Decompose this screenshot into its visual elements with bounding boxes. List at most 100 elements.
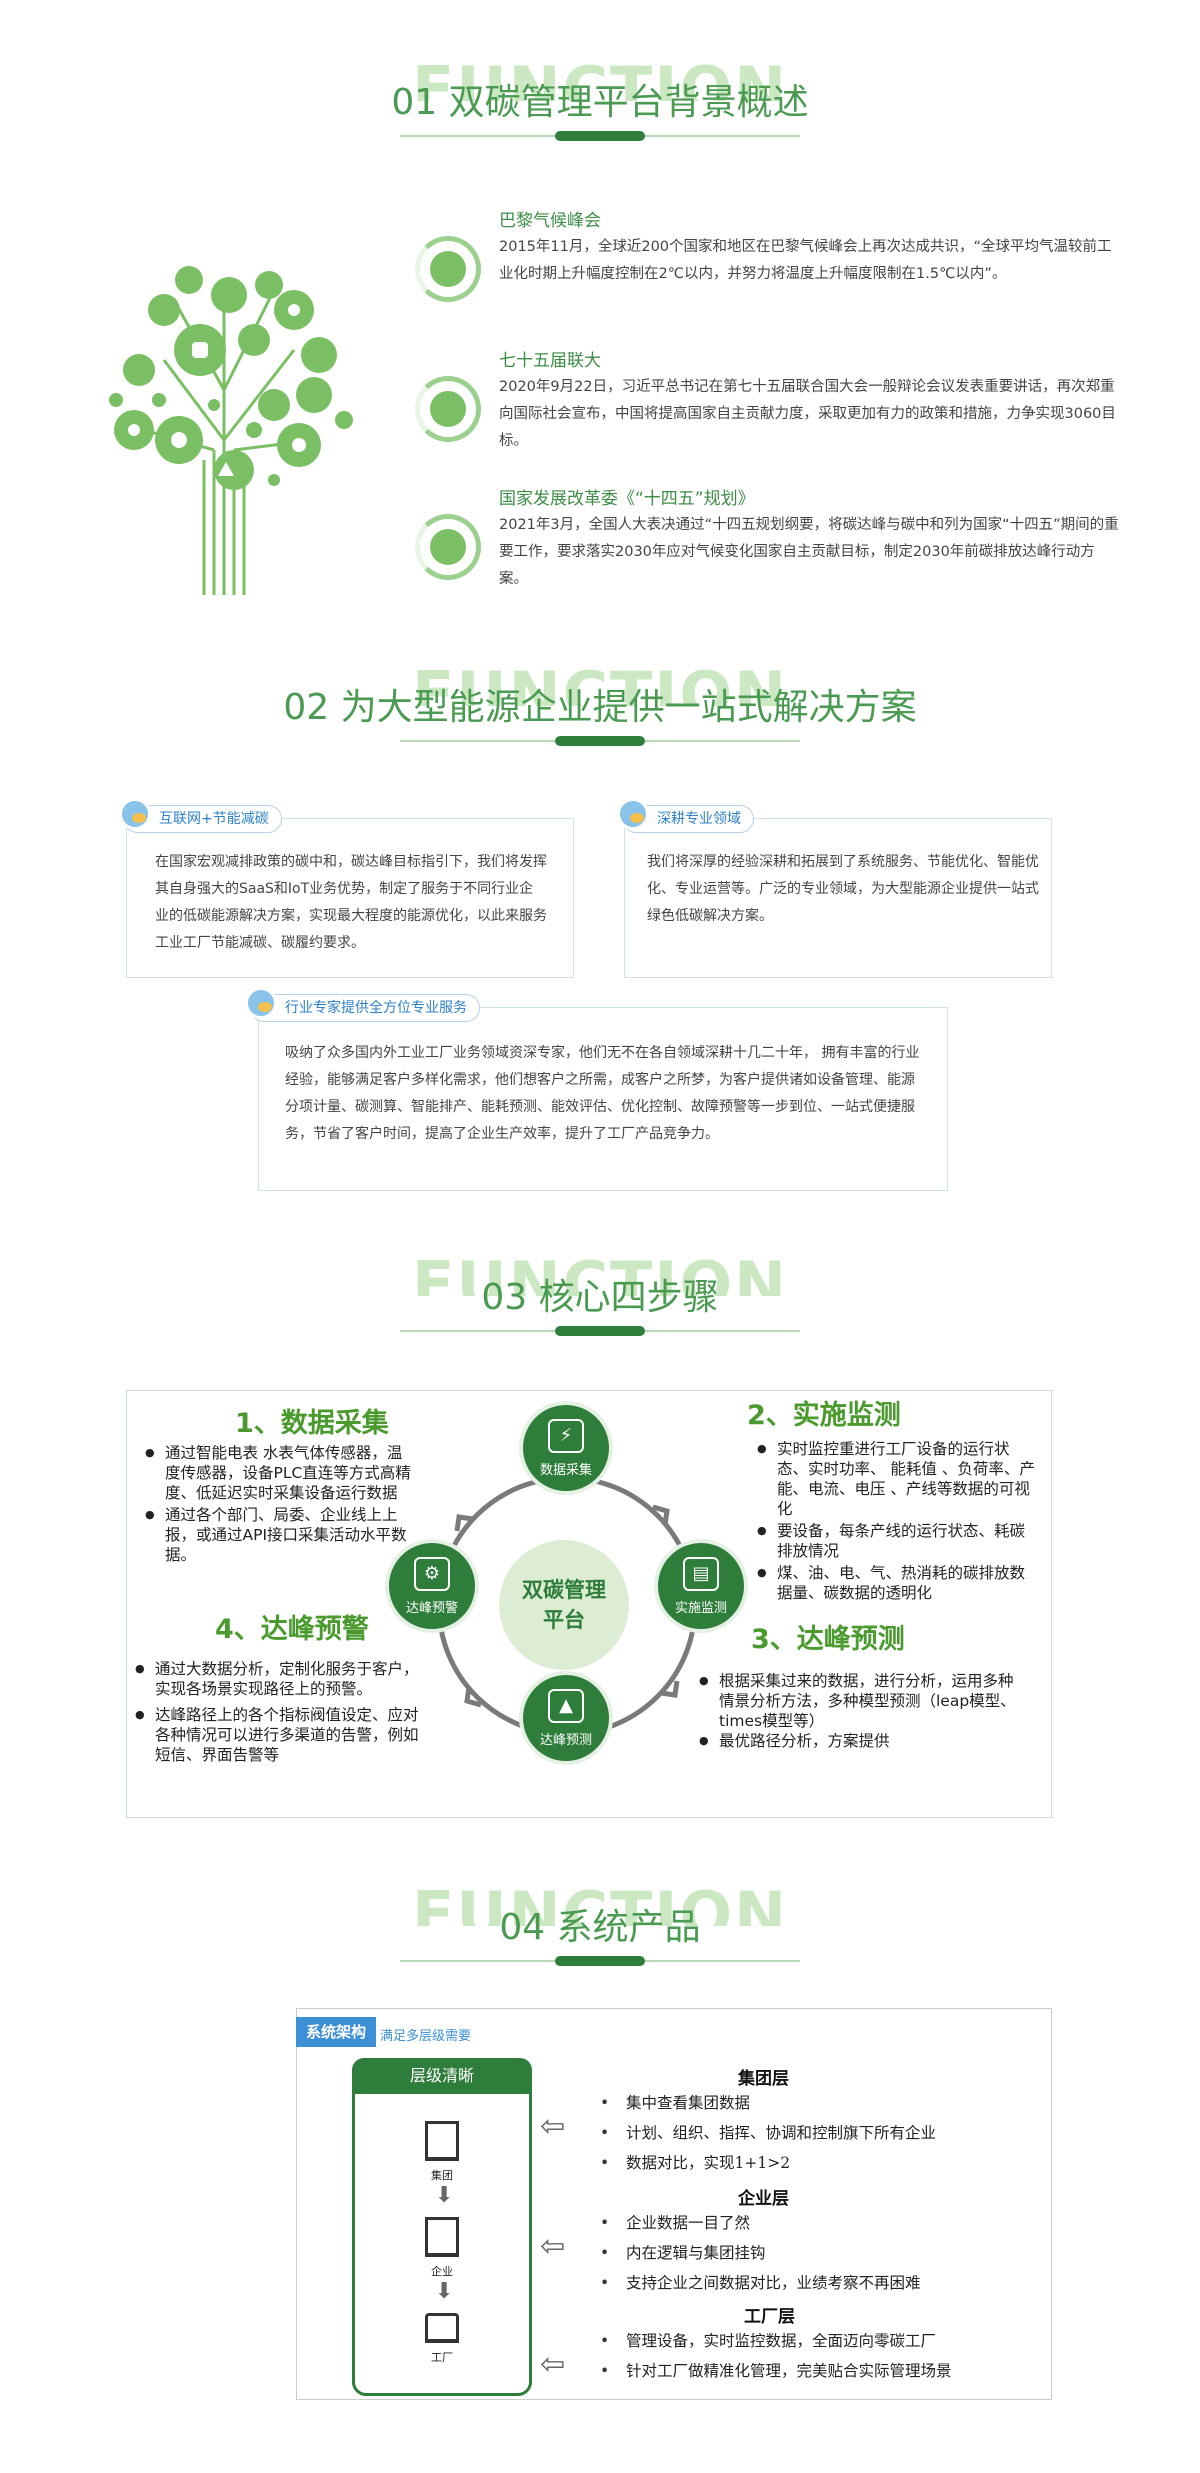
step3-item: 最优路径分析，方案提供	[699, 1731, 1019, 1751]
core-steps-panel: 双碳管理 平台 ⚡ 数据采集 ▤ 实施监测 ▲ 达峰预测 ⚙ 达峰预警 1、数据…	[126, 1390, 1052, 1818]
node-monitoring: ▤ 实施监测	[654, 1539, 748, 1633]
solution-text: 在国家宏观减排政策的碳中和，碳达峰目标指引下，我们将发挥其自身强大的SaaS和I…	[155, 854, 547, 951]
social-tree-illustration	[109, 266, 353, 595]
tag-label: 互联网+节能减碳	[159, 811, 269, 827]
document-icon	[415, 514, 481, 580]
section-header-core: FUNCTION 03 核心四步骤	[0, 1250, 1200, 1360]
node-label: 达峰预测	[539, 1733, 592, 1748]
monitor-icon: ▤	[683, 1557, 719, 1591]
step1-title: 1、数据采集	[235, 1408, 389, 1439]
group-building-icon: 集团	[418, 2121, 466, 2183]
level-label: 工厂	[431, 2351, 453, 2364]
level-hierarchy-box: 层级清晰 集团 ⬇ 企业 ⬇ 工厂	[352, 2058, 532, 2396]
item-text: 2020年9月22日，习近平总书记在第七十五届联合国大会一般辩论会议发表重要讲话…	[499, 379, 1116, 449]
tag-label: 深耕专业领域	[657, 811, 741, 827]
step1-item: 通过智能电表 水表气体传感器，温度传感器，设备PLC直连等方式高精度、低延迟实时…	[145, 1443, 415, 1503]
step3-title: 3、达峰预测	[751, 1624, 905, 1655]
group-layer-title: 集团层	[738, 2069, 789, 2089]
step4-item: 达峰路径上的各个指标阀值设定、应对各种情况可以进行多渠道的告警，例如短信、界面告…	[135, 1705, 425, 1765]
solution-box-experts: 吸纳了众多国内外工业工厂业务领域资深专家，他们无不在各自领域深耕十几二十年， 拥…	[258, 1007, 948, 1191]
node-label: 数据采集	[539, 1463, 592, 1478]
item-title: 国家发展改革委《“十四五”规划》	[499, 489, 755, 509]
section-title: 01 双碳管理平台背景概述	[391, 82, 809, 123]
factory-icon: 工厂	[418, 2313, 466, 2365]
divider-accent	[555, 1326, 645, 1336]
bulb-icon	[119, 798, 151, 830]
step4-title: 4、达峰预警	[215, 1614, 369, 1645]
node-data-collection: ⚡ 数据采集	[519, 1401, 613, 1495]
factory-layer-title: 工厂层	[744, 2307, 795, 2327]
factory-layer-list: 管理设备，实时监控数据，全面迈向零碳工厂 针对工厂做精准化管理，完美贴合实际管理…	[600, 2326, 952, 2386]
section-title: 04 系统产品	[499, 1907, 701, 1948]
architecture-tag-sub: 满足多层级需要	[380, 2029, 472, 2044]
leaf-icon	[415, 236, 481, 302]
divider-accent	[555, 131, 645, 141]
group-layer-list: 集中查看集团数据 计划、组织、指挥、协调和控制旗下所有企业 数据对比，实现1+1…	[600, 2088, 936, 2178]
group-layer-item: 计划、组织、指挥、协调和控制旗下所有企业	[600, 2118, 936, 2148]
center-line-1: 双碳管理	[522, 1578, 606, 1602]
meter-icon: ⚡	[548, 1419, 584, 1453]
section-watermark: FUNCTION	[411, 55, 789, 101]
node-label: 实施监测	[674, 1601, 727, 1616]
chart-icon: ▲	[548, 1689, 584, 1723]
group-layer-item: 数据对比，实现1+1>2	[600, 2148, 936, 2178]
brain-gear-icon: ⚙	[414, 1557, 450, 1591]
node-label: 达峰预警	[405, 1601, 458, 1616]
solution-tag-internet: 互联网+节能减碳	[119, 798, 282, 833]
enterprise-building-icon: 企业	[418, 2217, 466, 2279]
section-watermark: FUNCTION	[411, 1250, 789, 1296]
bulb-icon	[617, 798, 649, 830]
solution-tag-experts: 行业专家提供全方位专业服务	[245, 987, 480, 1022]
enterprise-layer-title: 企业层	[738, 2189, 789, 2209]
item-title: 巴黎气候峰会	[499, 211, 601, 231]
item-text: 2021年3月，全国人大表决通过“十四五规划纲要，将碳达峰与碳中和列为国家“十四…	[499, 517, 1119, 587]
solution-box-professional: 我们将深厚的经验深耕和拓展到了系统服务、节能优化、智能优化、专业运营等。广泛的专…	[624, 818, 1052, 978]
divider-accent	[555, 736, 645, 746]
enterprise-layer-item: 支持企业之间数据对比，业绩考察不再困难	[600, 2268, 921, 2298]
level-box-title: 层级清晰	[352, 2058, 532, 2094]
down-arrow-icon: ⬇	[435, 2279, 454, 2304]
left-arrow-icon: ⇦	[540, 2109, 566, 2144]
bulb-icon	[245, 987, 277, 1019]
step1-list: 通过智能电表 水表气体传感器，温度传感器，设备PLC直连等方式高精度、低延迟实时…	[145, 1443, 415, 1565]
section-header-product: FUNCTION 04 系统产品	[0, 1880, 1200, 1990]
architecture-tag-label: 系统架构	[296, 2017, 376, 2047]
step3-item: 根据采集过来的数据，进行分析，运用多种情景分析方法，多种模型预测（leap模型、…	[699, 1671, 1019, 1731]
step2-item: 实时监控重进行工厂设备的运行状态、实时功率、 能耗值 、负荷率、产能、电流、电压…	[757, 1439, 1037, 1519]
section-header-solutions: FUNCTION 02 为大型能源企业提供一站式解决方案	[0, 660, 1200, 770]
section-header-background: FUNCTION 01 双碳管理平台背景概述	[0, 55, 1200, 165]
section-title: 02 为大型能源企业提供一站式解决方案	[283, 687, 917, 728]
node-peak-prediction: ▲ 达峰预测	[519, 1671, 613, 1765]
divider-accent	[555, 1956, 645, 1966]
solution-tag-professional: 深耕专业领域	[617, 798, 754, 833]
item-title: 七十五届联大	[499, 351, 601, 371]
level-label: 企业	[431, 2265, 453, 2278]
solution-text: 我们将深厚的经验深耕和拓展到了系统服务、节能优化、智能优化、专业运营等。广泛的专…	[647, 854, 1039, 924]
solution-text: 吸纳了众多国内外工业工厂业务领域资深专家，他们无不在各自领域深耕十几二十年， 拥…	[285, 1045, 920, 1142]
factory-layer-item: 管理设备，实时监控数据，全面迈向零碳工厂	[600, 2326, 952, 2356]
step4-list: 通过大数据分析，定制化服务于客户，实现各场景实现路径上的预警。 达峰路径上的各个…	[135, 1659, 425, 1765]
step2-item: 要设备，每条产线的运行状态、耗碳排放情况	[757, 1521, 1037, 1561]
solution-box-internet: 在国家宏观减排政策的碳中和，碳达峰目标指引下，我们将发挥其自身强大的SaaS和I…	[126, 818, 574, 978]
down-arrow-icon: ⬇	[435, 2183, 454, 2208]
section-title: 03 核心四步骤	[481, 1277, 719, 1318]
item-text: 2015年11月，全球近200个国家和地区在巴黎气候峰会上再次达成共识，“全球平…	[499, 239, 1112, 282]
section-watermark: FUNCTION	[411, 1880, 789, 1926]
enterprise-layer-item: 企业数据一目了然	[600, 2208, 921, 2238]
level-label: 集团	[431, 2169, 453, 2182]
step3-list: 根据采集过来的数据，进行分析，运用多种情景分析方法，多种模型预测（leap模型、…	[699, 1671, 1019, 1751]
step1-item: 通过各个部门、局委、企业线上上报，或通过API接口采集活动水平数据。	[145, 1505, 415, 1565]
tag-label: 行业专家提供全方位专业服务	[285, 1000, 467, 1016]
step4-item: 通过大数据分析，定制化服务于客户，实现各场景实现路径上的预警。	[135, 1659, 425, 1699]
center-line-2: 平台	[543, 1608, 585, 1632]
step2-item: 煤、油、电、气、热消耗的碳排放数据量、碳数据的透明化	[757, 1563, 1037, 1603]
step2-title: 2、实施监测	[747, 1400, 901, 1431]
globe-icon	[415, 376, 481, 442]
group-layer-item: 集中查看集团数据	[600, 2088, 936, 2118]
enterprise-layer-list: 企业数据一目了然 内在逻辑与集团挂钩 支持企业之间数据对比，业绩考察不再困难	[600, 2208, 921, 2298]
section-watermark: FUNCTION	[411, 660, 789, 706]
step2-list: 实时监控重进行工厂设备的运行状态、实时功率、 能耗值 、负荷率、产能、电流、电压…	[757, 1439, 1037, 1603]
left-arrow-icon: ⇦	[540, 2347, 566, 2382]
factory-layer-item: 针对工厂做精准化管理，完美贴合实际管理场景	[600, 2356, 952, 2386]
core-center: 双碳管理 平台	[499, 1540, 629, 1670]
